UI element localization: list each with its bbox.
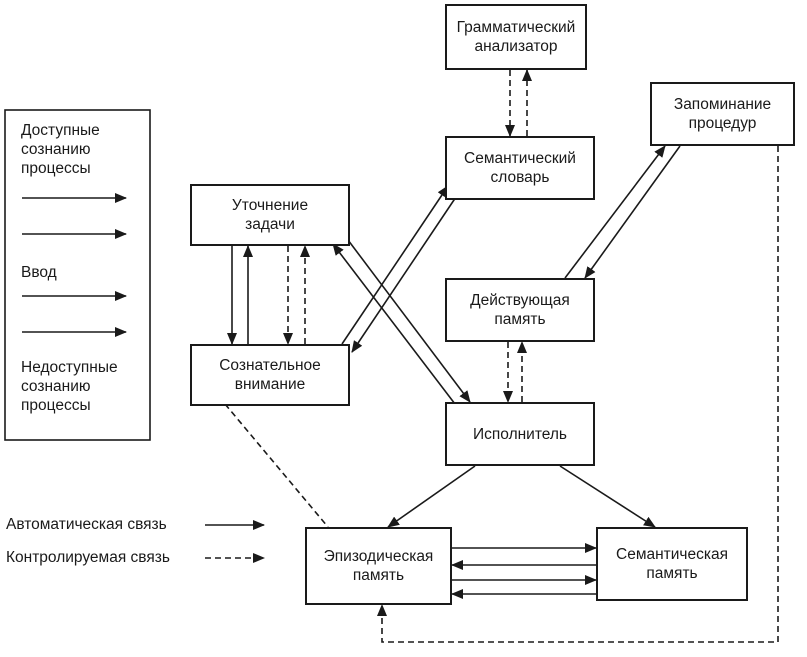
node-episodic-memory-label: Эпизодическая память xyxy=(323,548,434,584)
node-task-refinement: Уточнение задачи xyxy=(190,184,350,246)
node-executor: Исполнитель xyxy=(445,402,595,466)
node-episodic-memory: Эпизодическая память xyxy=(305,527,452,605)
node-semantic-dictionary-label: Семантический словарь xyxy=(464,150,576,186)
arrow-dict-to-attention xyxy=(351,193,459,353)
node-semantic-dictionary: Семантический словарь xyxy=(445,136,595,200)
node-task-refinement-label: Уточнение задачи xyxy=(231,197,309,233)
node-working-memory-label: Действующая память xyxy=(470,292,570,328)
node-grammar-analyzer-label: Грамматический анализатор xyxy=(456,19,576,55)
node-procedure-memory-label: Запоминание процедур xyxy=(673,96,772,132)
arrow-procedures-to-working xyxy=(584,145,681,279)
legend-frame xyxy=(4,109,151,441)
controlled-link-label: Контролируемая связь xyxy=(6,549,170,566)
legend-inaccessible: Недоступные сознанию процессы xyxy=(21,359,118,414)
node-working-memory: Действующая память xyxy=(445,278,595,342)
arrow-executor-to-episodic xyxy=(387,465,476,528)
node-executor-label: Исполнитель xyxy=(473,425,567,443)
node-semantic-memory-label: Семантическая память xyxy=(616,546,728,582)
arrow-executor-to-semantic xyxy=(559,465,656,528)
arrow-attention-to-dict xyxy=(341,185,449,345)
node-conscious-attention-label: Сознательное внимание xyxy=(219,357,321,393)
legend-accessible: Доступные сознанию процессы xyxy=(21,122,100,177)
arrow-working-to-procedures xyxy=(564,145,666,279)
arrow-executor-to-task xyxy=(332,243,456,405)
node-semantic-memory: Семантическая память xyxy=(596,527,748,601)
arrow-task-to-executor xyxy=(347,239,471,403)
node-procedure-memory: Запоминание процедур xyxy=(650,82,795,146)
automatic-link-label: Автоматическая связь xyxy=(6,516,167,533)
link-attention-to-episodic xyxy=(224,403,329,528)
link-procedures-to-episodic xyxy=(377,146,779,643)
legend-input: Ввод xyxy=(21,264,57,281)
node-grammar-analyzer: Грамматический анализатор xyxy=(445,4,587,70)
node-conscious-attention: Сознательное внимание xyxy=(190,344,350,406)
